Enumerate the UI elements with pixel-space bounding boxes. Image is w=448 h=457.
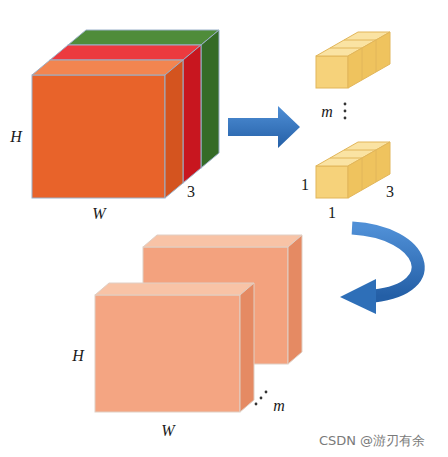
orange-slice-front xyxy=(32,75,165,198)
watermark: CSDN @游刃有余 xyxy=(319,434,425,447)
block-arrow xyxy=(228,106,300,148)
map-side xyxy=(288,235,302,364)
output-maps xyxy=(95,235,302,412)
count-label: m xyxy=(273,398,285,414)
map-top xyxy=(143,235,302,247)
red-slice-top xyxy=(50,45,201,60)
dimension-label: 1 xyxy=(328,205,336,221)
orange-slice-side xyxy=(165,60,183,198)
count-label: m xyxy=(321,104,333,120)
dimension-label: H xyxy=(10,129,22,145)
ellipsis-dot xyxy=(260,397,263,400)
dimension-label: 3 xyxy=(386,184,394,200)
dimension-label: W xyxy=(92,206,105,222)
dimension-label: H xyxy=(72,348,84,364)
ellipsis-dot xyxy=(255,403,258,406)
curved-arrow xyxy=(352,228,418,296)
green-slice-top xyxy=(68,30,219,45)
kernel xyxy=(316,142,390,198)
dimension-label: 1 xyxy=(301,177,309,193)
kernel xyxy=(316,32,390,88)
ellipsis-dot xyxy=(344,110,347,113)
curved-arrow-head xyxy=(340,279,376,314)
ellipsis-dot xyxy=(344,117,347,120)
map-top xyxy=(95,283,254,295)
input-cube xyxy=(32,30,219,198)
ellipsis-dot xyxy=(344,103,347,106)
map-side xyxy=(240,283,254,412)
ellipsis-dot xyxy=(265,391,268,394)
green-slice-side xyxy=(201,30,219,168)
dimension-label: 3 xyxy=(187,184,195,200)
dimension-label: W xyxy=(161,423,174,439)
map-front xyxy=(95,295,240,412)
orange-slice-top xyxy=(32,60,183,75)
red-slice-side xyxy=(183,45,201,183)
